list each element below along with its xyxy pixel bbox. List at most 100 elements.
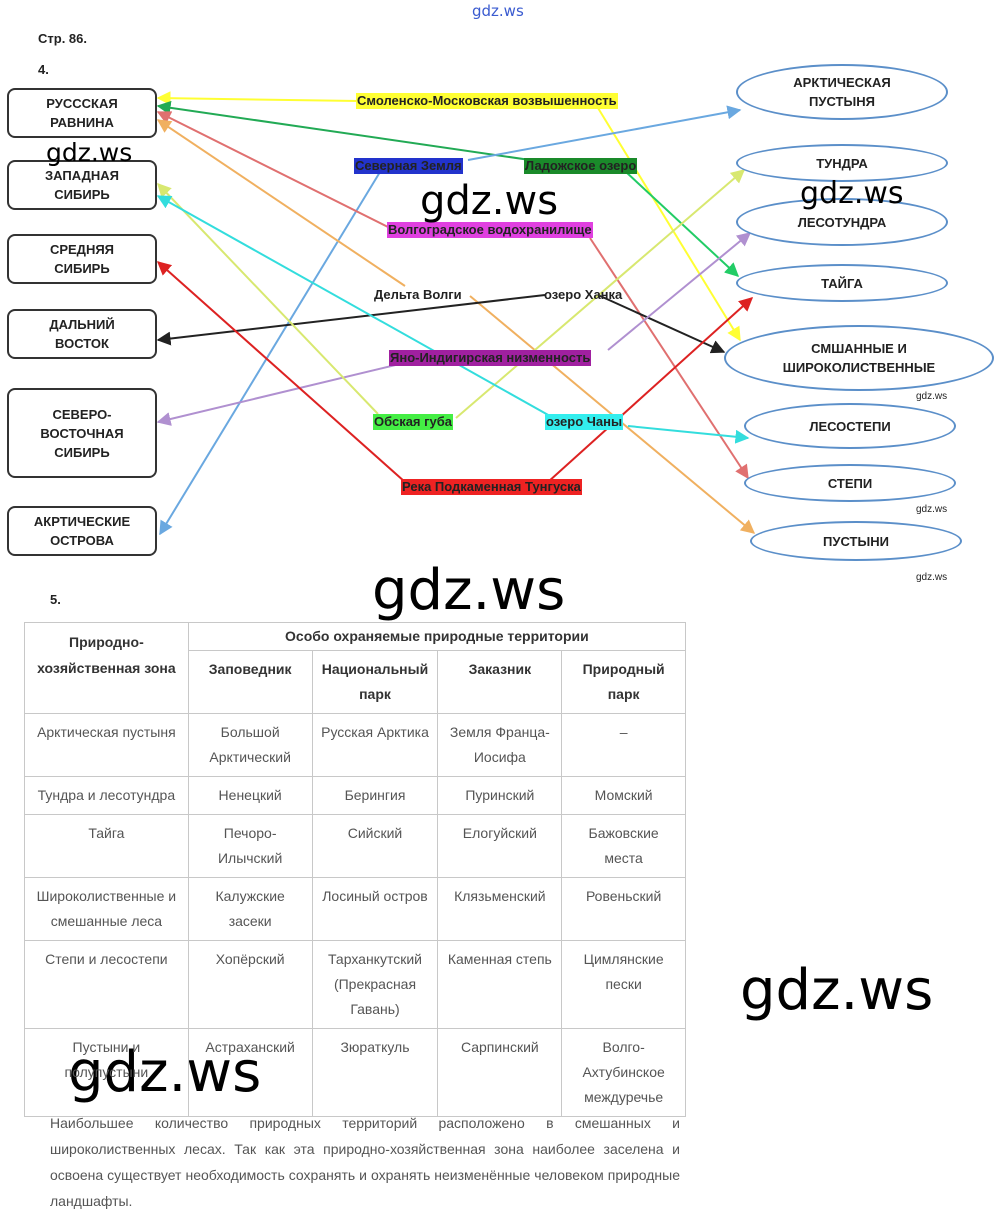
table-cell: –	[561, 713, 686, 777]
header-col: Заказник	[437, 650, 563, 714]
conclusion-paragraph: Наибольшее количество природных территор…	[50, 1115, 680, 1209]
region-northeast-siberia: СЕВЕРО- ВОСТОЧНАЯ СИБИРЬ	[7, 388, 157, 478]
watermark: gdz.ws	[420, 178, 559, 224]
table-cell: Сарпинский	[437, 1028, 563, 1117]
table-header-row: Природно- хозяйственная зона Особо охран…	[24, 622, 687, 714]
zone-steppe: СТЕПИ	[744, 464, 956, 502]
zone-arctic-desert: АРКТИЧЕСКАЯ ПУСТЫНЯ	[736, 64, 948, 120]
label-volgograd-reservoir: Волгоградское водохранилище	[387, 222, 593, 238]
zone-forest-tundra: ЛЕСОТУНДРА	[736, 198, 948, 246]
header-col: Природный парк	[561, 650, 686, 714]
line-volgograd-2	[589, 237, 749, 480]
task5-label: 5.	[50, 592, 61, 607]
line-ob	[157, 182, 379, 415]
line-smolensk-2	[597, 107, 741, 342]
table-cell: Русская Арктика	[311, 713, 439, 777]
zone-tundra: ТУНДРА	[736, 144, 948, 182]
zone-taiga: ТАЙГА	[736, 264, 948, 302]
table-cell: Берингия	[311, 776, 439, 815]
table-cell: Большой Арктический	[187, 713, 313, 777]
table-cell: Степи и лесостепи	[24, 940, 189, 1029]
watermark: gdz.ws	[46, 138, 133, 167]
protected-areas-table: Природно- хозяйственная зона Особо охран…	[24, 622, 687, 1117]
line-delta	[156, 119, 406, 287]
top-watermark: gdz.ws	[472, 2, 524, 20]
watermark-small: gdz.ws	[916, 572, 948, 583]
line-chany	[156, 195, 551, 417]
table-cell: Арктическая пустыня	[24, 713, 189, 777]
label-yano-indigirka-lowland: Яно-Индигирская низменность	[389, 350, 592, 366]
header-col: Национальный парк	[311, 650, 439, 714]
table-cell: Хопёрский	[187, 940, 313, 1029]
region-central-siberia: СРЕДНЯЯ СИБИРЬ	[7, 234, 157, 284]
watermark-small: gdz.ws	[916, 504, 948, 515]
line-sevzemlya	[467, 105, 742, 161]
label-smolensk-moscow-upland: Смоленско-Московская возвышенность	[356, 93, 618, 109]
table-cell: Тундра и лесотундра	[24, 776, 189, 815]
table-row: Арктическая пустыня Большой Арктический …	[24, 713, 686, 777]
label-podkamennaya-tunguska: Река Подкаменная Тунгуска	[401, 479, 582, 495]
region-arctic-islands: АКРТИЧЕСКИЕ ОСТРОВА	[7, 506, 157, 556]
zone-deserts: ПУСТЫНИ	[750, 521, 962, 561]
label-ladoga-lake: Ладожское озеро	[524, 158, 638, 174]
watermark: gdz.ws	[372, 558, 566, 623]
table-cell: Широколиственные и смешанные леса	[24, 877, 189, 941]
table-cell: Лосиный остров	[311, 877, 439, 941]
line-volgograd	[156, 111, 391, 229]
label-chany-lake: озеро Чаны	[545, 414, 624, 430]
table-cell: Пустыни и полупустыни	[24, 1028, 189, 1117]
table-cell: Каменная степь	[437, 940, 563, 1029]
table-cell: Цимлянские пески	[561, 940, 686, 1029]
line-ladoga	[156, 100, 531, 161]
table-cell: Калужские засеки	[187, 877, 313, 941]
table-cell: Момский	[561, 776, 686, 815]
table-cell: Земля Франца- Иосифа	[437, 713, 563, 777]
table-row: Широколиственные и смешанные леса Калужс…	[24, 877, 686, 941]
table-cell: Ровеньский	[561, 877, 686, 941]
header-protected-areas: Особо охраняемые природные территории	[187, 622, 687, 651]
table-row: Тундра и лесотундра Ненецкий Берингия Пу…	[24, 776, 686, 815]
line-sevzemlya-2	[159, 171, 381, 536]
table-cell: Тайга	[24, 814, 189, 878]
line-yano	[156, 361, 409, 426]
table-cell: Астраханский	[187, 1028, 313, 1117]
task4-label: 4.	[38, 62, 49, 77]
watermark: gdz.ws	[800, 176, 904, 211]
table-cell: Зюраткуль	[311, 1028, 439, 1117]
table-row: Степи и лесостепи Хопёрский Тарханкутски…	[24, 940, 686, 1029]
label-volga-delta: Дельта Волги	[374, 287, 462, 302]
line-tunguska-2	[547, 297, 754, 483]
label-khanka-lake: озеро Ханка	[544, 287, 623, 302]
table-row: Пустыни и полупустыни Астраханский Зюрат…	[24, 1028, 686, 1117]
table-cell: Тарханкутский (Прекрасная Гавань)	[311, 940, 439, 1029]
line-yano-2	[607, 232, 752, 351]
page-label: Стр. 86.	[38, 31, 87, 46]
line-khanka	[156, 294, 546, 346]
zone-mixed-forests: СМШАННЫЕ И ШИРОКОЛИСТВЕННЫЕ	[724, 325, 994, 391]
line-chany-2	[627, 425, 750, 444]
table-cell: Клязьменский	[437, 877, 563, 941]
label-ob-bay: Обская губа	[373, 414, 454, 430]
line-ob-2	[455, 169, 746, 419]
table-cell: Волго- Ахтубинское междуречье	[561, 1028, 686, 1117]
watermark-small: gdz.ws	[916, 391, 948, 402]
table-cell: Пуринский	[437, 776, 563, 815]
table-cell: Сийский	[311, 814, 439, 878]
watermark: gdz.ws	[740, 958, 934, 1023]
line-tunguska	[156, 261, 406, 483]
table-row: Тайга Печоро- Илычский Сийский Елогуйски…	[24, 814, 686, 878]
header-zone: Природно- хозяйственная зона	[24, 622, 189, 714]
connection-lines	[156, 91, 756, 536]
table-cell: Ненецкий	[187, 776, 313, 815]
header-col: Заповедник	[187, 650, 313, 714]
zone-forest-steppe: ЛЕСОСТЕПИ	[744, 403, 956, 449]
region-west-siberia: ЗАПАДНАЯ СИБИРЬ	[7, 160, 157, 210]
table-cell: Елогуйский	[437, 814, 563, 878]
table-cell: Печоро- Илычский	[187, 814, 313, 878]
table-cell: Бажовские места	[561, 814, 686, 878]
region-russian-plain: РУСССКАЯ РАВНИНА	[7, 88, 157, 138]
table-subheader-row: Заповедник Национальный парк Заказник Пр…	[25, 650, 686, 714]
region-far-east: ДАЛЬНИЙ ВОСТОК	[7, 309, 157, 359]
line-smolensk	[156, 91, 359, 106]
label-severnaya-zemlya: Северная Земля	[354, 158, 463, 174]
